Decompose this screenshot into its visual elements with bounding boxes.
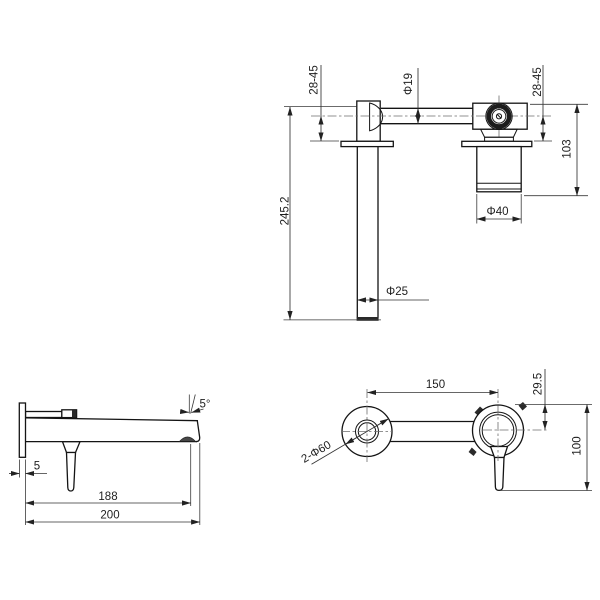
dimension-label-center-distance: 150 bbox=[426, 379, 445, 391]
valve-cap-side bbox=[61, 409, 78, 419]
handle-lever-front bbox=[493, 456, 505, 492]
handle-neck-side bbox=[61, 441, 81, 454]
mounting-clip bbox=[518, 402, 527, 411]
dimension-label-wall-depth-left: 28-45 bbox=[309, 65, 321, 94]
valve-cartridge bbox=[485, 102, 513, 131]
dimension-label-spout-diameter: Φ25 bbox=[386, 286, 408, 298]
plan-view: 245.2 28-45 Φ19 28-45 103 Φ40 Φ25 bbox=[280, 65, 588, 321]
dimension-label-valve-diameter: Φ40 bbox=[487, 206, 509, 218]
handle-lever-side bbox=[65, 451, 77, 492]
spout-wall-flange bbox=[340, 140, 394, 148]
spout-elbow-body bbox=[356, 100, 381, 142]
valve-wall-flange bbox=[461, 140, 533, 148]
mounting-clip bbox=[474, 406, 484, 416]
spout-nose-curve bbox=[369, 102, 384, 132]
dimension-label-center-offset: 29.5 bbox=[533, 373, 545, 395]
spout-base-sleeve bbox=[24, 410, 63, 419]
dimension-label-wall-depth-right: 28-45 bbox=[532, 67, 544, 96]
dimension-label-tip-angle: 5° bbox=[200, 399, 211, 411]
dimension-label-total-length: 245.2 bbox=[280, 197, 292, 226]
valve-cylinder bbox=[476, 145, 522, 193]
dimension-label-valve-depth: 103 bbox=[562, 139, 574, 158]
wall-plate bbox=[18, 402, 27, 458]
dimension-label-pipe-diameter: Φ19 bbox=[403, 73, 415, 95]
aerator bbox=[178, 436, 197, 442]
spout-tip-edge bbox=[195, 419, 201, 443]
dimension-label-aerator-projection: 188 bbox=[98, 491, 117, 503]
dimension-label-handle-drop: 100 bbox=[572, 436, 584, 455]
spout-tip bbox=[356, 317, 379, 321]
spout-top-line bbox=[24, 417, 198, 422]
front-view: 150 2-Φ60 29.5 100 bbox=[300, 369, 592, 492]
dimension-label-plate-thickness: 5 bbox=[34, 461, 40, 473]
mounting-clip bbox=[468, 447, 477, 456]
side-view: 5° 5 188 200 bbox=[9, 394, 211, 525]
dimension-label-total-projection: 200 bbox=[100, 510, 119, 522]
